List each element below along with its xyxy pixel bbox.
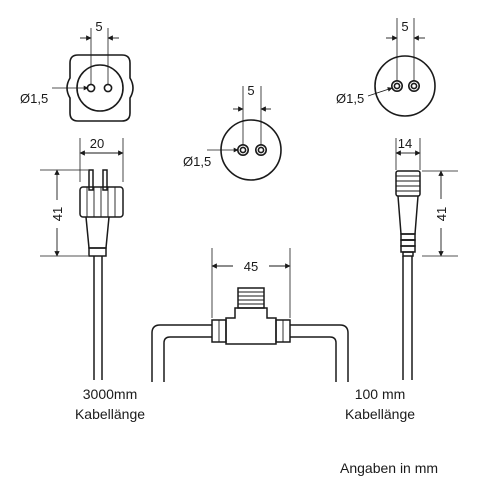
units-note-text: Angaben in mm [340,460,439,476]
pin-spacing-right-label: 5 [401,19,408,34]
socket-width-label: 14 [398,136,412,151]
pin-diameter-mid-label: Ø1,5 [183,154,211,169]
plug-length-label: 41 [50,207,65,221]
pin-spacing-mid-label: 5 [247,83,254,98]
socket-face-view-mid [207,86,282,181]
pin-left [390,80,403,93]
tee-cable-left [151,324,212,382]
pin-left [237,144,250,157]
units-note: Angaben in mm [340,458,480,478]
socket-side-view [395,138,458,380]
socket-length-label: 41 [434,207,449,221]
plug-width-label: 20 [90,136,104,151]
cable-long [93,256,103,380]
pin-left [86,83,96,93]
tee-cable-right [290,324,349,382]
left-cable-caption: 3000mm Kabellänge [60,384,160,424]
pin-spacing-left-label: 5 [95,19,102,34]
cable-short [402,256,413,380]
left-cable-label: Kabellänge [74,406,146,422]
plug-face-view [52,28,134,122]
right-cable-caption: 100 mm Kabellänge [330,384,430,424]
pin-right [407,80,420,93]
socket-face-view-right [367,18,436,117]
plug-side-view [40,138,124,380]
pin-diameter-left-label: Ø1,5 [20,91,48,106]
pin-right [103,83,113,93]
right-cable-label: Kabellänge [344,406,416,422]
pin-diameter-right-label: Ø1,5 [336,91,364,106]
tee-width-label: 45 [244,259,258,274]
left-cable-length: 3000mm [82,386,138,402]
pin-right [255,144,268,157]
right-cable-length: 100 mm [354,386,406,402]
tee-connector-view [151,248,349,382]
